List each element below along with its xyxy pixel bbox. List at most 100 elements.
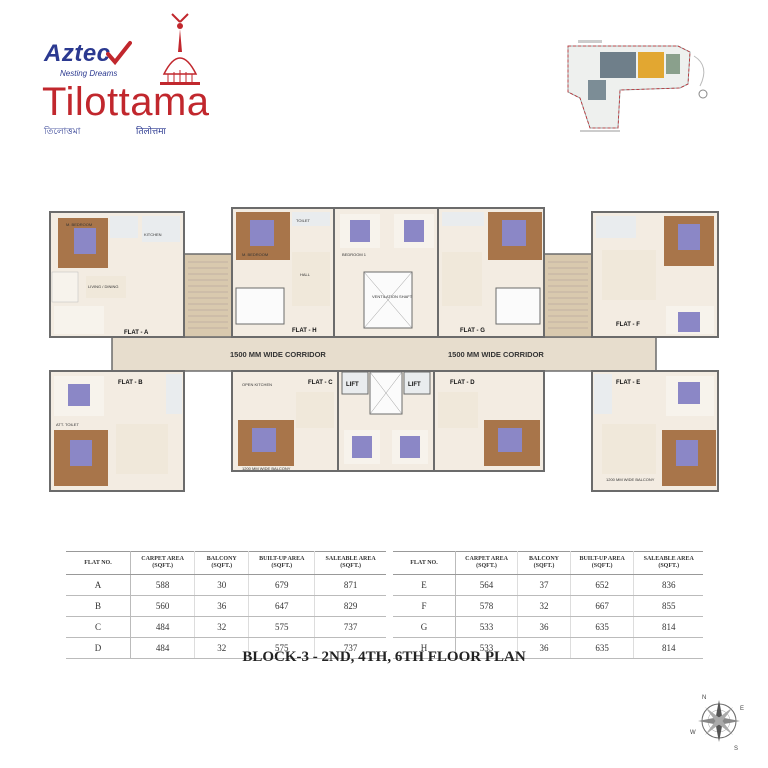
cell: 814	[633, 616, 703, 638]
cell: 32	[517, 595, 571, 617]
brand-name: Aztec	[44, 40, 111, 67]
room-label-m-bedroom-h: M. BEDROOM	[242, 252, 268, 257]
floor-plan: FLAT - A FLAT - B FLAT - C FLAT - D FLAT…	[49, 207, 719, 492]
table-row: F 578 32 667 855	[393, 595, 703, 617]
col-header: BUILT-UP AREA (SQFT.)	[248, 551, 315, 575]
cell: 30	[194, 574, 249, 596]
cell: 484	[129, 616, 195, 638]
corridor-label-right: 1500 MM WIDE CORRIDOR	[448, 350, 544, 359]
cell: 667	[569, 595, 634, 617]
cell: C	[66, 616, 131, 638]
center-top-block	[333, 207, 439, 338]
room-label-open-kitchen-c: OPEN KITCHEN	[242, 382, 272, 387]
col-header: BUILT-UP AREA (SQFT.)	[569, 551, 634, 575]
compass-icon: N E S W	[690, 695, 744, 752]
table-row: D 484 32 575 737	[66, 637, 386, 659]
cell: E	[393, 574, 456, 596]
area-table-right: FLAT NO. CARPET AREA (SQFT.) BALCONY (SQ…	[393, 551, 703, 659]
flat-g-label: FLAT - G	[460, 328, 485, 334]
col-header: BALCONY (SQFT.)	[194, 551, 249, 575]
cell: 635	[569, 637, 634, 659]
table-row: H 533 36 635 814	[393, 637, 703, 659]
col-header: FLAT NO.	[393, 551, 456, 575]
cell: 836	[633, 574, 703, 596]
room-label-att-toilet-b: ATT. TOILET	[56, 422, 79, 427]
col-header: SALEABLE AREA (SQFT.)	[633, 551, 703, 575]
project-name-bengali: তিলোত্তমা	[44, 127, 81, 137]
table-row: E 564 37 652 836	[393, 574, 703, 596]
table-row: B 560 36 647 829	[66, 595, 386, 617]
room-label-toilet-h: TOILET	[296, 218, 310, 223]
flat-e	[591, 370, 719, 492]
room-label-hall-h: HALL	[300, 272, 311, 277]
cell: 855	[633, 595, 703, 617]
flat-a-label: FLAT - A	[124, 330, 149, 336]
flat-g	[437, 207, 545, 338]
room-label-kitchen-a: KITCHEN	[144, 232, 162, 237]
cell: 484	[129, 637, 195, 659]
cell: 32	[194, 637, 249, 659]
cell: 533	[454, 637, 518, 659]
cell: 533	[454, 616, 518, 638]
angel-statue-icon	[160, 13, 200, 85]
lift-label-left: LIFT	[346, 382, 359, 388]
center-bottom-block	[337, 370, 435, 472]
floor-plan-caption: BLOCK-3 - 2ND, 4TH, 6TH FLOOR PLAN	[242, 649, 526, 665]
cell: F	[393, 595, 456, 617]
brand-tagline: Nesting Dreams	[60, 69, 118, 78]
room-label-m-bedroom-a: M. BEDROOM	[66, 222, 92, 227]
table-row: A 588 30 679 871	[66, 574, 386, 596]
flat-f-label: FLAT - F	[616, 322, 640, 328]
cell: 36	[194, 595, 249, 617]
cell: 564	[454, 574, 518, 596]
cell: B	[66, 595, 131, 617]
area-table-left: FLAT NO. CARPET AREA (SQFT.) BALCONY (SQ…	[66, 551, 386, 659]
cell: 737	[314, 616, 386, 638]
flat-c	[231, 370, 339, 472]
cell: 588	[129, 574, 195, 596]
brand-check-icon	[106, 41, 132, 66]
compass-w: W	[690, 730, 696, 736]
staircase-left	[183, 253, 233, 338]
table-row: G 533 36 635 814	[393, 616, 703, 638]
cell: 652	[569, 574, 634, 596]
cell: A	[66, 574, 131, 596]
cell: 575	[248, 616, 315, 638]
cell: 829	[314, 595, 386, 617]
project-logo: Aztec Nesting Dreams Tilottama তিলোত্তমা…	[0, 0, 230, 140]
col-header: FLAT NO.	[66, 551, 131, 575]
col-header: CARPET AREA (SQFT.)	[129, 551, 195, 575]
cell: 578	[454, 595, 518, 617]
staircase-right	[543, 253, 593, 338]
lift-label-right: LIFT	[408, 382, 421, 388]
compass-e: E	[740, 706, 744, 712]
flat-d-label: FLAT - D	[450, 380, 475, 386]
col-header: BALCONY (SQFT.)	[517, 551, 571, 575]
cell: 575	[248, 637, 315, 659]
key-site-plan	[567, 40, 708, 132]
project-name: Tilottama	[42, 80, 210, 124]
col-header: SALEABLE AREA (SQFT.)	[314, 551, 386, 575]
flat-h-label: FLAT - H	[292, 328, 317, 334]
vent-shaft-label: VENTILATION SHAFT	[372, 294, 413, 299]
cell: 647	[248, 595, 315, 617]
table-row: C 484 32 575 737	[66, 616, 386, 638]
col-header: CARPET AREA (SQFT.)	[454, 551, 518, 575]
cell: 679	[248, 574, 315, 596]
cell: 560	[129, 595, 195, 617]
flat-b	[49, 370, 185, 492]
corridor-label-left: 1500 MM WIDE CORRIDOR	[230, 350, 326, 359]
cell: 32	[194, 616, 249, 638]
room-label-balcony-e: 1200 MM WIDE BALCONY	[606, 477, 655, 482]
compass-s: S	[734, 746, 738, 752]
room-label-living-a: LIVING / DINING	[88, 284, 118, 289]
cell: 37	[517, 574, 571, 596]
cell: 36	[517, 637, 571, 659]
flat-c-label: FLAT - C	[308, 380, 333, 386]
room-label-bedroom-top: BEDROOM 1	[342, 252, 367, 257]
compass-n: N	[702, 695, 706, 701]
cell: 737	[314, 637, 386, 659]
flat-h	[231, 207, 335, 338]
project-name-hindi: तिलोत्तमा	[136, 127, 166, 137]
flat-d	[433, 370, 545, 472]
